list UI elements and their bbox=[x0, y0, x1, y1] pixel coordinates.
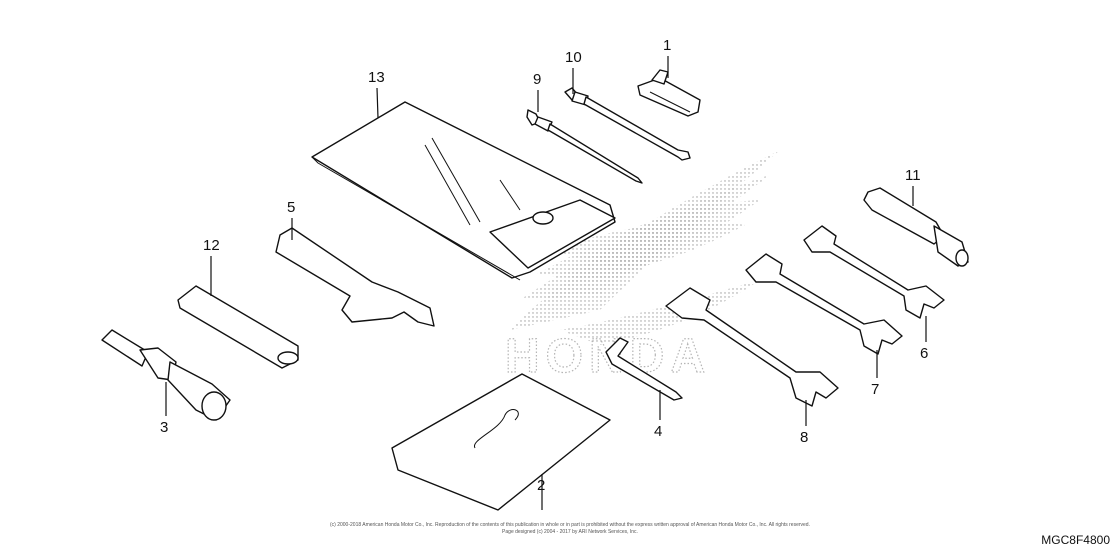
part-4-hex-key[interactable] bbox=[605, 337, 683, 401]
callout-6[interactable]: 6 bbox=[920, 345, 928, 362]
callout-7[interactable]: 7 bbox=[871, 381, 879, 398]
callout-2[interactable]: 2 bbox=[537, 477, 545, 494]
callout-10[interactable]: 10 bbox=[565, 49, 582, 66]
callout-9[interactable]: 9 bbox=[533, 71, 541, 88]
diagram-code: MGC8F4800 bbox=[1041, 533, 1110, 547]
callout-5[interactable]: 5 bbox=[287, 199, 295, 216]
callout-8[interactable]: 8 bbox=[800, 429, 808, 446]
copyright-notice: (c) 2000-2018 American Honda Motor Co., … bbox=[300, 522, 840, 536]
part-12-extension[interactable] bbox=[177, 285, 299, 369]
part-7-wrench[interactable] bbox=[745, 253, 903, 355]
callout-11[interactable]: 11 bbox=[905, 167, 921, 184]
part-3-plug-wrench[interactable] bbox=[101, 329, 231, 421]
callout-4[interactable]: 4 bbox=[654, 423, 662, 440]
callout-1[interactable]: 1 bbox=[663, 37, 671, 54]
part-8-wrench[interactable] bbox=[665, 287, 839, 407]
part-9-screwdriver[interactable] bbox=[526, 109, 643, 184]
part-6-wrench[interactable] bbox=[803, 225, 945, 319]
part-2-pouch[interactable] bbox=[391, 373, 611, 511]
part-11-socket-driver[interactable] bbox=[863, 187, 969, 267]
honda-watermark-text: HONDA bbox=[505, 330, 711, 383]
copyright-line-2: Page designed (c) 2004 - 2017 by ARI Net… bbox=[502, 529, 638, 535]
copyright-line-1: (c) 2000-2018 American Honda Motor Co., … bbox=[330, 522, 810, 528]
part-13-tool-bag[interactable] bbox=[311, 101, 616, 281]
honda-wing-watermark bbox=[510, 150, 780, 345]
part-10-screwdriver[interactable] bbox=[564, 87, 691, 161]
callout-3[interactable]: 3 bbox=[160, 419, 168, 436]
callout-13[interactable]: 13 bbox=[368, 69, 385, 86]
part-1-handle[interactable] bbox=[637, 69, 701, 117]
part-5-spanner-wrench[interactable] bbox=[275, 227, 435, 327]
callout-12[interactable]: 12 bbox=[203, 237, 220, 254]
